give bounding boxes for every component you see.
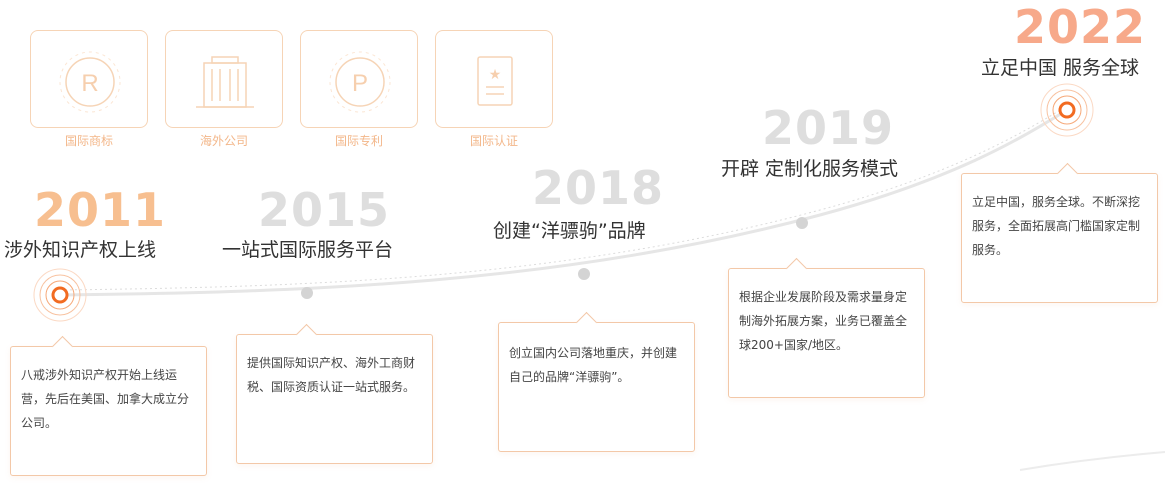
svg-text:R: R [81, 70, 98, 97]
registered-trademark-icon: R [59, 51, 121, 113]
milestone-year: 2018 [532, 161, 665, 215]
milestone-description: 创立国内公司落地重庆，并创建自己的品牌“洋骠驹”。 [498, 322, 695, 452]
milestone-title: 涉外知识产权上线 [4, 239, 157, 261]
milestone-year: 2022 [1014, 0, 1147, 54]
timeline-node [796, 217, 808, 229]
milestone-description: 八戒涉外知识产权开始上线运营，先后在美国、加拿大成立分公司。 [10, 346, 207, 476]
milestone-year: 2015 [258, 183, 391, 237]
milestone-title: 立足中国 服务全球 [981, 57, 1140, 79]
milestone-year: 2019 [762, 101, 895, 155]
svg-text:★: ★ [489, 67, 502, 83]
milestone-year: 2011 [34, 183, 167, 237]
milestone-title: 创建“洋骠驹”品牌 [493, 220, 646, 242]
active-node-icon [1040, 83, 1094, 137]
timeline-node [578, 268, 590, 280]
patent-p-icon: P [329, 51, 391, 113]
svg-text:P: P [352, 70, 368, 97]
service-label: 国际专利 [334, 134, 383, 148]
milestone-title: 开辟 定制化服务模式 [721, 158, 899, 180]
service-label: 海外公司 [199, 134, 248, 148]
milestone-description: 立足中国，服务全球。不断深挖服务，全面拓展高门槛国家定制服务。 [961, 173, 1158, 303]
certificate-icon: ★ [477, 56, 513, 106]
milestone-description: 根据企业发展阶段及需求量身定制海外拓展方案，业务已覆盖全球200+国家/地区。 [728, 268, 925, 398]
service-label: 国际商标 [64, 134, 113, 148]
milestone-description: 提供国际知识产权、海外工商财税、国际资质认证一站式服务。 [236, 334, 433, 464]
office-building-icon [196, 56, 254, 108]
milestone-title: 一站式国际服务平台 [222, 239, 394, 261]
timeline-node [301, 287, 313, 299]
active-node-icon [33, 268, 87, 322]
service-label: 国际认证 [469, 134, 518, 148]
